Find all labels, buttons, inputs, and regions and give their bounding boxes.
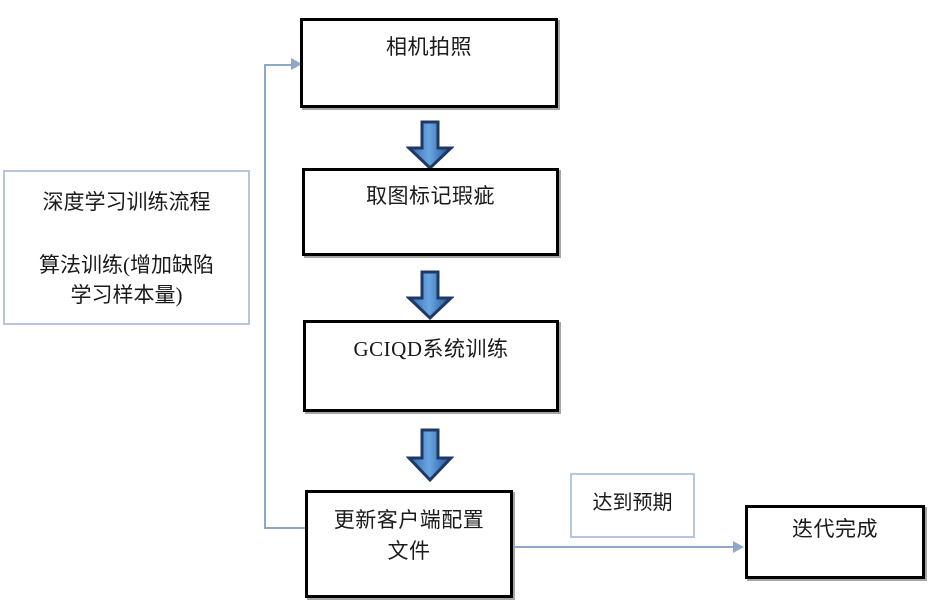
node-mark: 取图标记瑕疵 — [302, 168, 559, 256]
node-mark-label: 取图标记瑕疵 — [366, 184, 495, 208]
block-arrow-train-to-update — [406, 428, 454, 482]
feedback-loop-arrowhead — [291, 58, 302, 70]
block-arrow-mark-to-train — [406, 270, 454, 320]
node-expected: 达到预期 — [570, 473, 695, 538]
node-train: GCIQD系统训练 — [303, 320, 559, 412]
edge-update-to-done-line — [513, 546, 735, 548]
side-panel-box: 深度学习训练流程 算法训练(增加缺陷 学习样本量) — [3, 170, 250, 325]
node-camera: 相机拍照 — [300, 18, 558, 108]
node-done: 迭代完成 — [745, 505, 925, 579]
side-panel-line2: 算法训练(增加缺陷 学习样本量) — [39, 253, 214, 307]
node-expected-label: 达到预期 — [592, 492, 673, 514]
feedback-loop-vertical-segment — [264, 64, 266, 528]
feedback-loop-top-segment — [264, 64, 292, 66]
node-train-label: GCIQD系统训练 — [353, 337, 509, 361]
node-done-label: 迭代完成 — [792, 517, 878, 541]
edge-update-to-done-arrowhead — [733, 541, 744, 553]
feedback-loop-bottom-segment — [264, 527, 306, 529]
node-update-label: 更新客户端配置 文件 — [333, 508, 485, 563]
node-update: 更新客户端配置 文件 — [305, 490, 513, 598]
node-camera-label: 相机拍照 — [386, 35, 472, 59]
block-arrow-camera-to-mark — [406, 120, 454, 170]
side-panel-line1: 深度学习训练流程 — [42, 190, 211, 214]
